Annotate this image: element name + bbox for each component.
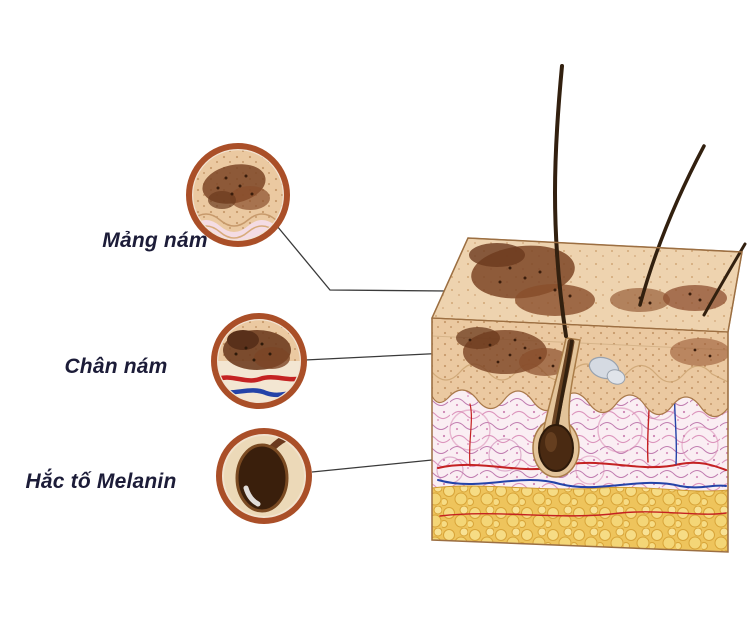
callout-melasma-root (211, 313, 307, 409)
sebaceous-gland (588, 356, 626, 385)
hair-strand (702, 242, 747, 317)
hairs (553, 64, 747, 338)
hair-strand (553, 64, 568, 338)
connector-melanin (311, 457, 453, 473)
blood-vessels (437, 371, 727, 517)
melasma-front (456, 327, 728, 376)
callout-ring (186, 143, 290, 247)
fat-layer (432, 485, 728, 552)
connector-melasma-root (304, 352, 449, 361)
callout-melasma-patch (186, 143, 290, 247)
callout-melanin (216, 428, 312, 524)
skin-block (431, 64, 747, 553)
melasma-patches-top (469, 243, 727, 316)
label-melasma-patch: Mảng nám (102, 229, 208, 252)
label-melanin: Hắc tố Melanin (25, 470, 177, 493)
hair-follicle (532, 337, 626, 478)
label-melasma-root: Chân nám (64, 355, 168, 378)
follicle-bulb (538, 424, 574, 472)
connector-melasma-patch (276, 225, 448, 292)
vessel-red (217, 375, 301, 383)
callout-ring (211, 313, 307, 409)
hair-strand (638, 144, 706, 307)
callout-ring (216, 428, 312, 524)
connector-lines (276, 225, 453, 473)
